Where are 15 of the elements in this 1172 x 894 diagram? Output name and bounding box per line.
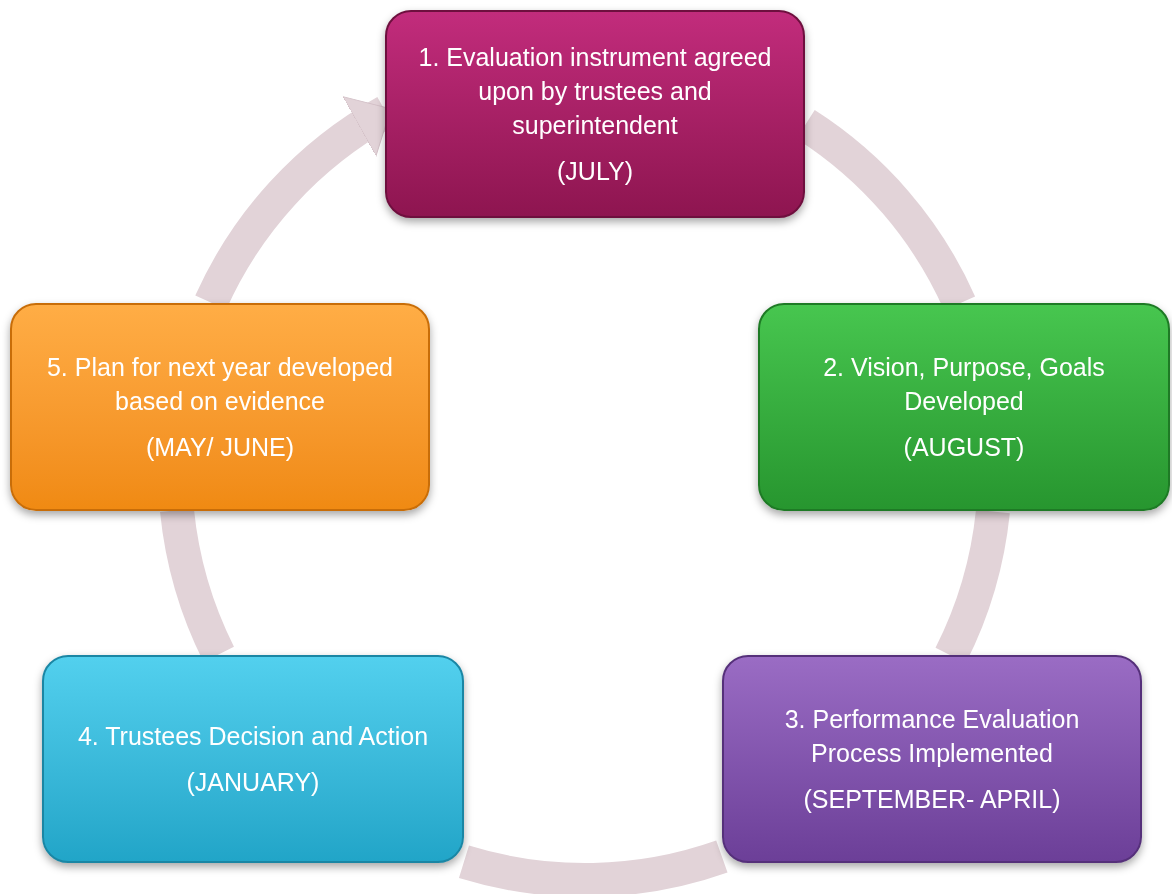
month-text: (MAY/ JUNE) (145, 432, 295, 463)
step-box (385, 10, 805, 218)
step-text: 5. Plan for next year developed based on evidence (45, 352, 395, 417)
month-text: (SEPTEMBER- APRIL) (803, 784, 1061, 815)
step-text: 2. Vision, Purpose, Goals Developed (822, 352, 1106, 417)
month-text: (JULY) (557, 156, 633, 187)
step-box (722, 655, 1142, 863)
step-text: 4. Trustees Decision and Action (77, 721, 429, 752)
step-box (10, 303, 430, 511)
step-box (758, 303, 1170, 511)
step-text: 1. Evaluation instrument agreed upon by trustees and superintendent (417, 42, 773, 141)
step-box (42, 655, 464, 863)
month-text: (AUGUST) (903, 432, 1025, 463)
month-text: (JANUARY) (186, 767, 320, 798)
step-text: 3. Performance Evaluation Process Implemented (783, 704, 1081, 769)
